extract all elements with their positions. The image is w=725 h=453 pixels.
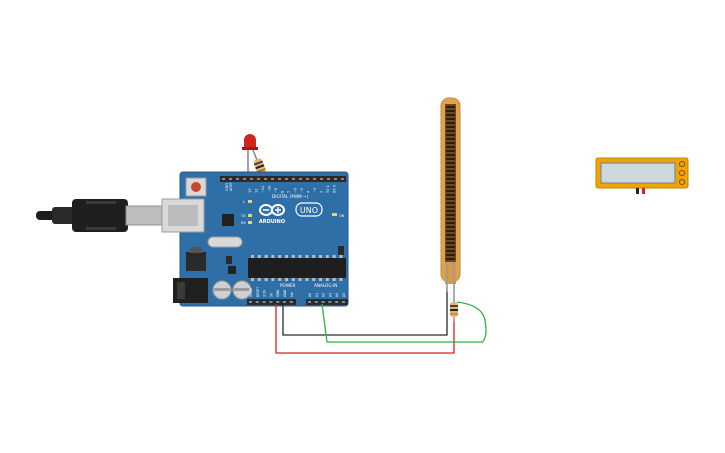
rx-label: RX (241, 221, 246, 225)
tx-label: TX (240, 214, 246, 218)
lcd-display[interactable] (595, 157, 689, 194)
digital-header[interactable] (220, 176, 346, 182)
header-pin[interactable] (255, 301, 259, 303)
header-pin[interactable] (269, 301, 273, 303)
power-pin-label: RESET (256, 287, 260, 297)
power-pin-label: Vin (290, 292, 294, 297)
analog-header[interactable] (306, 299, 348, 305)
logo-text: ARDUINO (259, 219, 285, 225)
uno-badge: UNO (295, 202, 323, 217)
power-pin-label: 5V (269, 292, 273, 297)
header-pin[interactable] (306, 178, 309, 180)
uno-text: UNO (300, 206, 318, 215)
digital-pin-label: ~11 (261, 186, 265, 193)
header-pin[interactable] (308, 301, 311, 303)
digital-pin-label: 4 (307, 190, 311, 193)
green-wire[interactable] (321, 301, 487, 343)
header-pin[interactable] (264, 178, 267, 180)
analog-pin-label: A3 (328, 293, 332, 297)
header-pin[interactable] (341, 178, 344, 180)
digital-pin-label: ~9 (274, 188, 278, 193)
digital-pin-label: ~3 (313, 188, 317, 193)
on-label: ON (339, 214, 345, 218)
crystal (207, 236, 243, 248)
analog-pin-label: A1 (315, 293, 319, 297)
red-led[interactable] (242, 134, 258, 176)
digital-label: DIGITAL (PWM ~) (272, 194, 308, 199)
header-pin[interactable] (320, 178, 323, 180)
red-wire[interactable] (275, 304, 455, 354)
flex-sensor[interactable] (440, 97, 461, 302)
header-pin[interactable] (257, 178, 260, 180)
power-pin-label: IOREF (249, 287, 253, 297)
power-pin-label: GND (283, 289, 287, 297)
digital-pin-label: 12 (255, 189, 259, 193)
digital-pin-label: 8 (281, 191, 285, 193)
lcd-screen (600, 162, 676, 184)
aref-label: AREF (229, 182, 233, 191)
header-pin[interactable] (321, 301, 325, 303)
header-pin[interactable] (334, 178, 337, 180)
power-label: POWER (280, 283, 296, 288)
digital-pin-label: ~10 (268, 186, 272, 193)
l-label: L (243, 200, 245, 204)
usb-chip (222, 214, 234, 226)
analog-label: ANALOG IN (314, 283, 337, 288)
analog-pin-label: A4 (335, 293, 339, 297)
gnd-label: GND (225, 183, 229, 191)
header-pin[interactable] (313, 178, 316, 180)
black-wire[interactable] (282, 290, 448, 336)
atmega-chip (248, 258, 346, 278)
header-pin[interactable] (229, 178, 232, 180)
header-pin[interactable] (285, 178, 288, 180)
digital-pin-label: 7 (287, 191, 291, 193)
header-pin[interactable] (289, 301, 293, 303)
digital-pin-label: RX 0 (333, 185, 337, 193)
digital-pin-label: 13 (248, 189, 252, 193)
header-pin[interactable] (262, 301, 266, 303)
analog-pin-label: A0 (308, 293, 312, 297)
pulldown-resistor[interactable] (450, 300, 458, 322)
header-pin[interactable] (278, 178, 281, 180)
header-pin[interactable] (335, 301, 339, 303)
header-pin[interactable] (243, 178, 246, 180)
header-pin[interactable] (222, 178, 225, 180)
analog-pin-label: A5 (342, 293, 346, 297)
power-pin-label: 3.3V (263, 289, 267, 297)
header-pin[interactable] (342, 301, 345, 303)
header-pin[interactable] (292, 178, 295, 180)
header-pin[interactable] (328, 301, 332, 303)
arduino-logo: ARDUINO (259, 204, 285, 225)
power-pin-label: GND (276, 289, 280, 297)
digital-pin-label: ~5 (300, 188, 304, 193)
header-pin[interactable] (276, 301, 280, 303)
voltage-regulator (186, 252, 206, 271)
header-pin[interactable] (327, 178, 330, 180)
digital-pin-label: TX 1 (326, 185, 330, 194)
digital-pin-label: 2 (320, 191, 324, 193)
usb-cable[interactable] (36, 199, 163, 232)
header-pin[interactable] (283, 301, 286, 303)
header-pin[interactable] (250, 178, 253, 180)
header-pin[interactable] (249, 301, 252, 303)
digital-pin-label: ~6 (294, 188, 298, 193)
header-pin[interactable] (271, 178, 274, 180)
led-resistor[interactable] (253, 158, 267, 177)
header-pin[interactable] (299, 178, 302, 180)
header-pin[interactable] (314, 301, 318, 303)
header-pin[interactable] (236, 178, 239, 180)
analog-pin-label: A2 (322, 293, 326, 297)
